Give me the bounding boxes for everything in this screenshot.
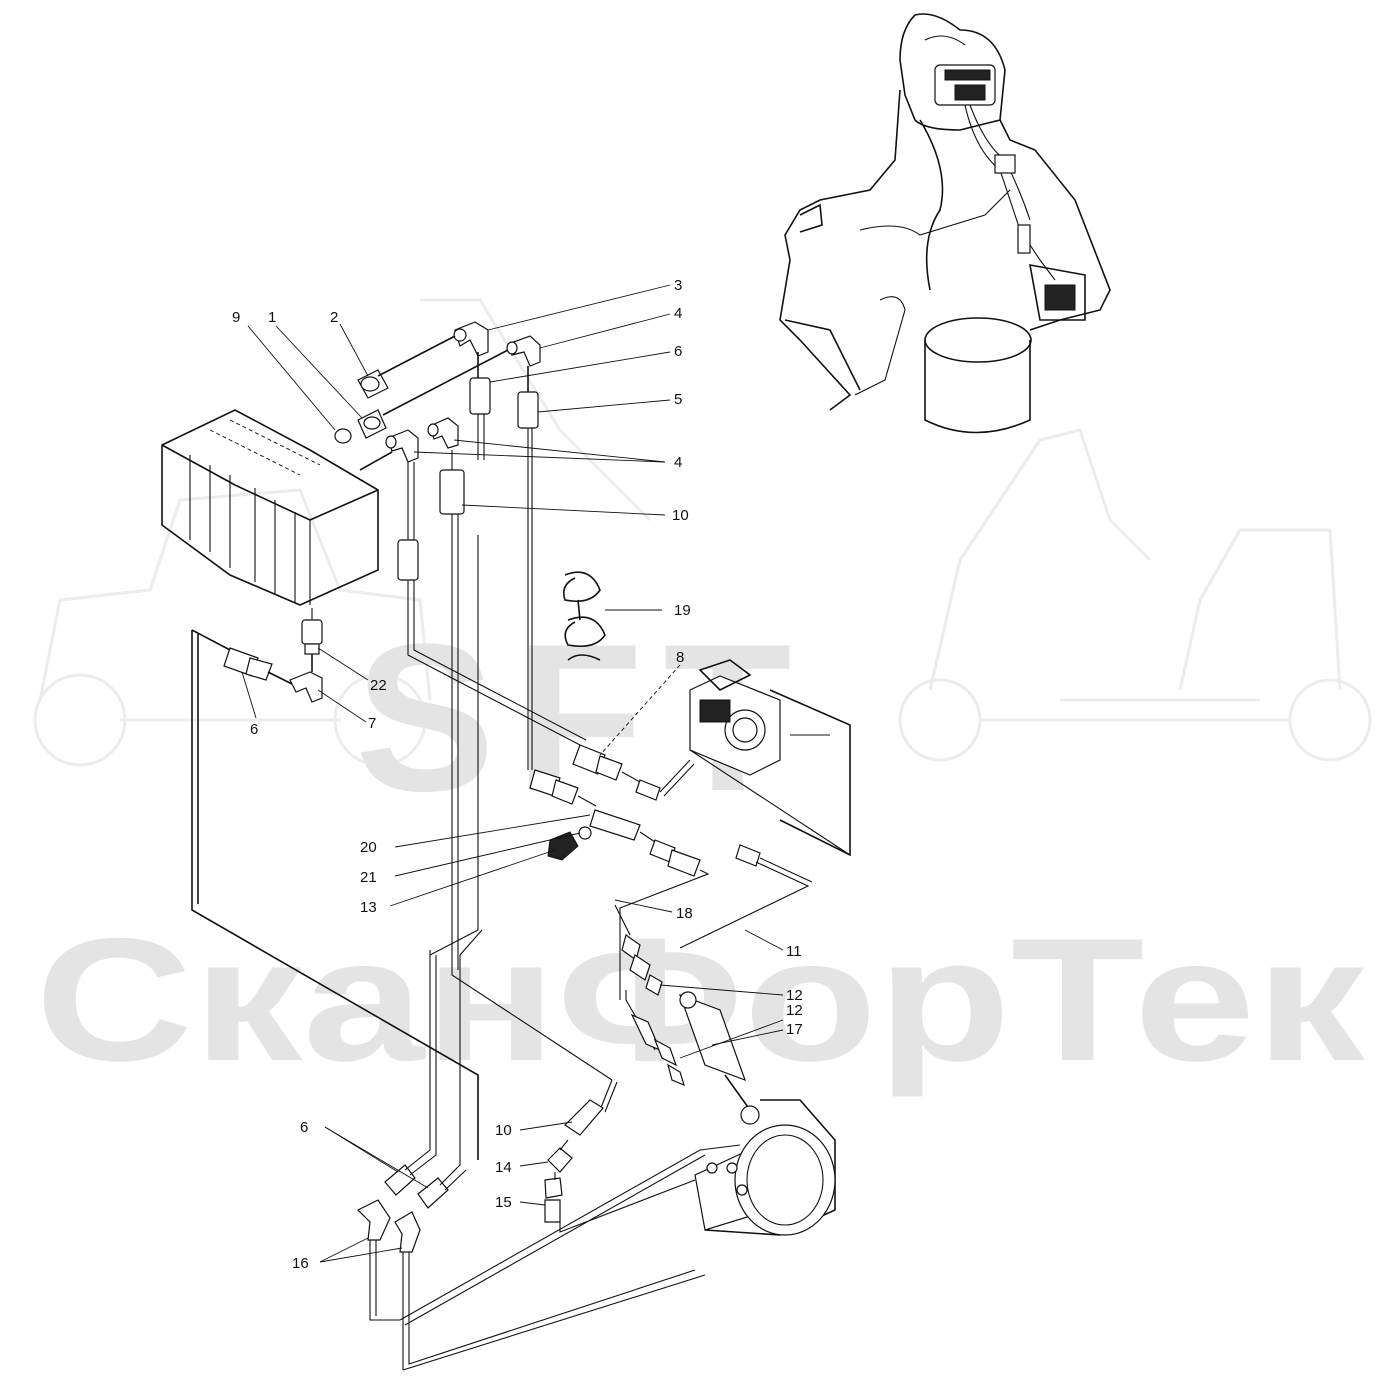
callout-12: 12	[786, 987, 803, 1004]
callout-8: 8	[676, 649, 684, 666]
hose-end-10-top	[439, 469, 465, 515]
elbow-3	[453, 321, 489, 357]
callout-10: 10	[495, 1122, 512, 1139]
elbow-4-upper	[506, 335, 541, 367]
adapter-2	[357, 369, 389, 399]
callout-18: 18	[676, 905, 693, 922]
callout-4: 4	[674, 305, 682, 322]
callout-6: 6	[300, 1119, 308, 1136]
callout-6: 6	[250, 721, 258, 738]
callout-16: 16	[292, 1255, 309, 1272]
callout-17: 17	[786, 1021, 803, 1038]
nut-5	[517, 391, 539, 429]
elbow-4-lower-b	[427, 417, 459, 449]
callout-10: 10	[672, 507, 689, 524]
cylinder-17	[679, 991, 760, 1125]
callout-9: 9	[232, 309, 240, 326]
spiral-guard-19	[562, 571, 606, 661]
nut-6-top	[469, 377, 491, 415]
hose-end-left	[397, 539, 419, 581]
machine-overview-drawing	[779, 13, 1111, 434]
callout-6: 6	[674, 343, 682, 360]
callout-7: 7	[368, 715, 376, 732]
adapter-1	[357, 409, 387, 439]
leader-lines	[241, 284, 784, 1263]
watermark-tractor-left	[33, 298, 652, 767]
callout-13: 13	[360, 899, 377, 916]
watermark: SFT СканФорТек	[33, 298, 1372, 1098]
watermark-excavator-right	[898, 428, 1372, 762]
callout-20: 20	[360, 839, 377, 856]
callout-19: 19	[674, 602, 691, 619]
callout-14: 14	[495, 1159, 512, 1176]
elbow-7	[289, 671, 323, 703]
elbow-4-lower-a	[385, 429, 419, 463]
watermark-company: СканФорТек	[35, 903, 1366, 1098]
seal-ring-9	[334, 428, 352, 444]
callout-11: 11	[786, 943, 802, 960]
callout-4: 4	[674, 454, 682, 471]
callout-12: 12	[786, 1002, 803, 1019]
hydraulic-tank-block	[161, 409, 379, 620]
callout-15: 15	[495, 1194, 512, 1211]
callout-1: 1	[268, 309, 276, 326]
callout-5: 5	[674, 391, 682, 408]
callouts: 9 1 2 3 4 6 5 4 10 19 8 22 6 7 20 21 13 …	[232, 277, 803, 1272]
callout-22: 22	[370, 677, 387, 694]
valve-assembly	[529, 571, 851, 1125]
callout-21: 21	[360, 869, 377, 886]
hose-nut-6-left	[223, 647, 273, 681]
callout-2: 2	[330, 309, 338, 326]
pump-unit	[694, 1099, 836, 1236]
callout-3: 3	[674, 277, 682, 294]
fittings-lower	[356, 514, 741, 1371]
fittings-left	[191, 619, 479, 1160]
fittings-top	[334, 321, 587, 770]
valve-block-8	[689, 659, 851, 857]
